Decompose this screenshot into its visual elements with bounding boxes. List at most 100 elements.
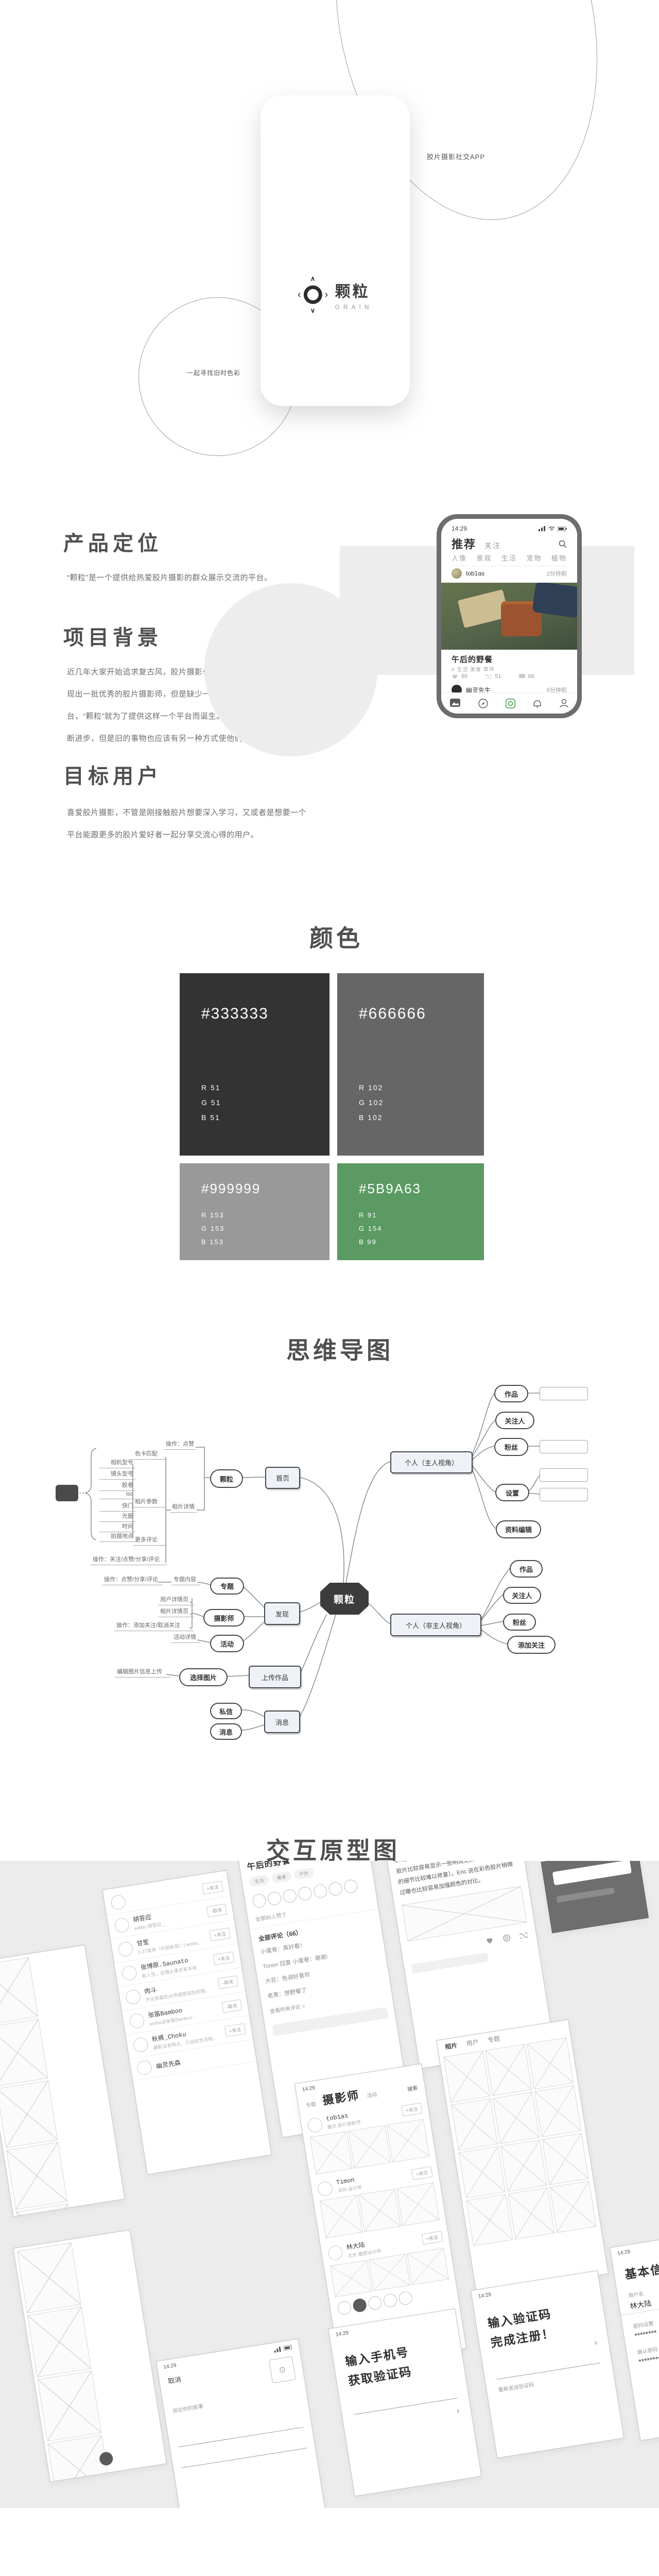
section-title-users: 目标用户	[63, 765, 162, 788]
shuffle-icon	[485, 674, 492, 679]
mindmap-label-topic-content: 专题内容	[171, 1574, 200, 1585]
mindmap-node-profile-edit: 资料编辑	[496, 1520, 541, 1538]
mindmap-node-notice: 消息	[210, 1723, 242, 1740]
mindmap-node-home: 首页	[265, 1467, 300, 1489]
mindmap-node-feed: 颗粒	[210, 1469, 243, 1488]
mindmap-node-me2: 个人（非主人视角）	[390, 1614, 481, 1636]
mindmap-leaf-lens: 镜头型号	[99, 1468, 135, 1480]
mindmap-label-more-comments: 更多评论	[133, 1534, 167, 1546]
prototype-title: 交互原型图	[266, 1838, 400, 1864]
post-author-row[interactable]: 幽灵先生 6分钟前	[452, 685, 567, 695]
mindmap-leaf-time: 时间	[99, 1521, 135, 1532]
mindmap-node-discover: 发现	[264, 1602, 300, 1625]
mindmap-leaf-camera: 相机型号	[99, 1457, 135, 1468]
mindmap-label-op-add: 操作：添加关注/取消关注	[114, 1620, 194, 1631]
post-title[interactable]: 午后的野餐	[452, 655, 493, 664]
mindmap-node-topic: 专题	[210, 1578, 244, 1595]
mindmap-label-op-follow: 操作：关注/点赞/分享/评论	[91, 1554, 167, 1565]
swatch-333333: #333333 R 51 G 51 B 51	[180, 973, 330, 1156]
post-tags[interactable]: # 生活 美食 草坪	[452, 667, 495, 673]
wireframe-article: 及建议。下面是我也加了一点自己用胶片拍摄：1. 用胶片拍摄宁愿过曝也不要曝光不足…	[383, 1861, 555, 2069]
mindmap-node-me1: 个人（主人视角）	[390, 1451, 473, 1473]
mindmap-label-photo-page: 相片详情页	[158, 1606, 194, 1617]
mindmap-label-colorcard: 色卡匹配	[133, 1448, 167, 1460]
section-title-positioning: 产品定位	[63, 532, 162, 555]
colors-title: 颜色	[309, 925, 363, 952]
wireframe-upload: 14:29 取消 ⊙ 说出你的故事	[155, 2338, 326, 2508]
profile-nav-icon[interactable]	[560, 699, 568, 708]
status-icons	[539, 526, 567, 531]
mindmap-label-edit-upload: 编辑图片信息上传	[115, 1666, 170, 1677]
mindmap-title: 思维导图	[286, 1337, 393, 1364]
post-time: 6分钟前	[546, 687, 567, 693]
post-author-row[interactable]: tob1as 2分钟前	[452, 568, 567, 579]
intro-gray-circle	[204, 583, 377, 756]
mindmap-label-user-page: 用户详情页	[158, 1594, 194, 1605]
mindmap-node-upload: 上传作品	[249, 1666, 301, 1688]
post-user: tob1as	[466, 570, 485, 577]
swatch-5B9A63: #5B9A63 R 91 G 154 B 99	[337, 1163, 484, 1260]
mindmap-summary-node	[56, 1485, 78, 1501]
swatch-666666: #666666 R 102 G 102 B 102	[337, 973, 484, 1156]
feed-category-tabs[interactable]: 人像景观生活宠物植物	[452, 553, 567, 566]
battery-icon	[558, 526, 567, 531]
comment-icon	[518, 674, 525, 678]
wireframe-signup-phone: 14:29 输入手机号获取验证码 ›	[328, 2308, 482, 2497]
wireframe-dark-card	[541, 1861, 649, 1934]
feed-title[interactable]: 推荐	[452, 538, 477, 551]
logo-sub: GRAIN	[335, 303, 373, 311]
clip-icon	[503, 1935, 510, 1942]
mindmap-node-settings: 设置	[495, 1484, 529, 1501]
feed-follow-tab[interactable]: 关注	[484, 541, 501, 550]
mindmap-leafbox	[540, 1488, 588, 1501]
mindmap-leaf-iso: iso	[99, 1490, 135, 1499]
gallery-nav-icon[interactable]	[450, 699, 461, 708]
compass-nav-icon[interactable]	[478, 698, 488, 708]
mindmap: 颗粒 首页 个人（主人视角） 个人（非主人视角） 发现 上传作品 消息 颗粒 操…	[46, 1370, 608, 1762]
wireframe-grid-screen	[13, 2229, 167, 2483]
mindmap-label-op-like: 操作：点赞	[164, 1438, 196, 1450]
wireframe-search-grid: 相片用户专题	[436, 2019, 609, 2295]
avatar[interactable]	[452, 568, 462, 579]
mindmap-node-photographer: 摄影师	[203, 1609, 245, 1626]
mindmap-node-works: 作品	[494, 1385, 528, 1402]
wifi-icon	[548, 527, 555, 531]
wireframe-signup-code: 14:29 输入验证码完成注册！ › 重新发送验证码	[470, 2270, 625, 2459]
mindmap-node-message: 消息	[264, 1710, 300, 1733]
mindmap-leaf-aperture: 光圈	[99, 1511, 135, 1522]
bell-nav-icon[interactable]	[533, 699, 542, 708]
mindmap-node-following: 关注人	[495, 1412, 534, 1429]
mindmap-label-activity-detail: 活动详情	[171, 1632, 200, 1643]
mindmap-leaf-shutter: 快门	[99, 1500, 135, 1512]
bottom-nav[interactable]	[441, 692, 577, 714]
mindmap-node-dm: 私信	[210, 1703, 242, 1719]
status-time: 14:29	[452, 525, 467, 532]
post-action-row[interactable]: 86 51 66	[452, 673, 567, 680]
mindmap-leaf-film: 胶卷	[99, 1480, 135, 1491]
like-icon	[452, 674, 458, 679]
grain-logo-icon: ∧ ‹› ∨	[297, 275, 328, 314]
mindmap-label-params: 相片参数	[133, 1496, 167, 1507]
mindmap-leafbox	[540, 1468, 588, 1482]
positioning-body: “颗粒”是一个提供给热爱胶片摄影的群众展示交流的平台。	[67, 573, 272, 582]
section-title-background: 项目背景	[63, 626, 162, 649]
wireframe-grid-screen	[0, 1944, 125, 2217]
mindmap-node-addfollow: 添加关注	[507, 1636, 556, 1654]
post-time: 2分钟前	[546, 571, 567, 577]
search-icon[interactable]	[559, 540, 567, 548]
mindmap-leafbox	[540, 1440, 588, 1453]
mindmap-node-activity: 活动	[210, 1635, 244, 1652]
mindmap-label-photo-detail: 相片详情	[170, 1501, 197, 1513]
mindmap-node-pick: 选择图片	[179, 1668, 228, 1686]
mindmap-node-fans2: 粉丝	[503, 1614, 536, 1631]
hero-phone-mockup: ∧ ‹› ∨ 颗粒 GRAIN	[261, 95, 410, 406]
users-body: 喜爱胶片摄影，不管是刚接触胶片想要深入学习，又或者是想要一个平台能跟更多的胶片爱…	[67, 808, 307, 839]
post-photo[interactable]	[441, 583, 577, 650]
hero-tagline: 一起寻找旧时色彩	[187, 369, 241, 377]
camera-nav-icon[interactable]	[505, 698, 515, 708]
mindmap-connectors	[79, 1393, 540, 1731]
mindmap-leaf-location: 拍摄地点	[99, 1531, 135, 1542]
